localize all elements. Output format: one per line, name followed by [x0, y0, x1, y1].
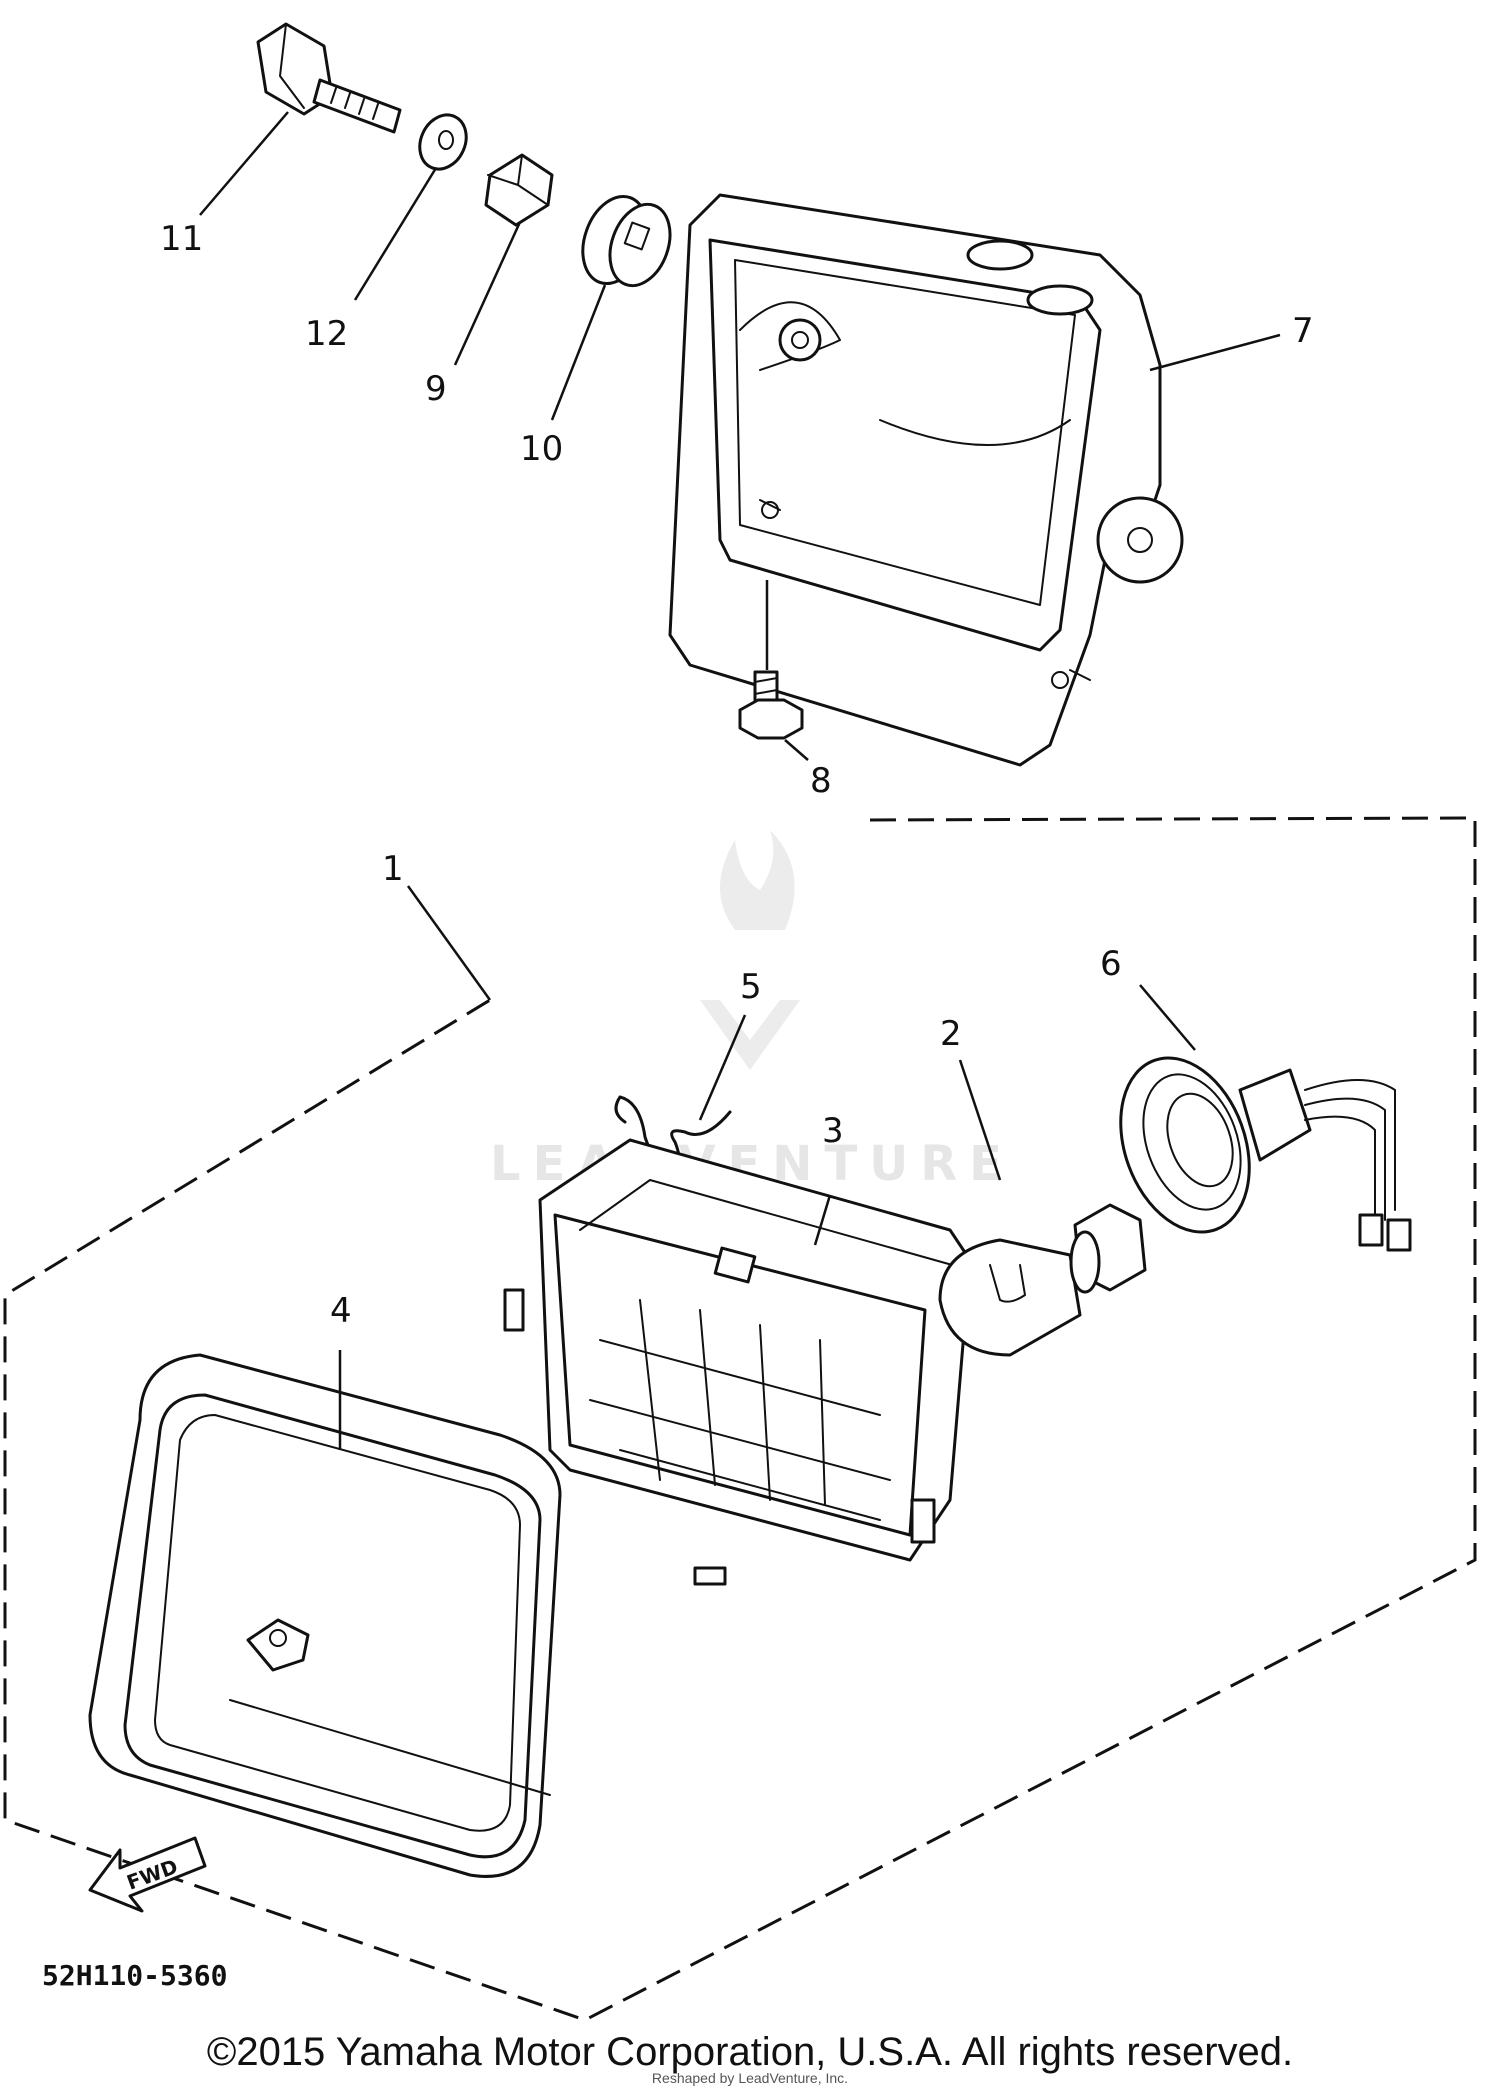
- callout-3: 3: [822, 1111, 844, 1151]
- credit-text: Reshaped by LeadVenture, Inc.: [651, 2070, 849, 2086]
- part-2-bulb: [938, 1059, 1147, 1357]
- leadventure-watermark: LEADVENTURE: [490, 830, 1002, 1192]
- callout-9: 9: [425, 369, 447, 409]
- part-10-grommet: [550, 194, 672, 421]
- callout-7: 7: [1292, 311, 1314, 351]
- part-7-housing: [668, 193, 1281, 767]
- part-12-washer: [353, 113, 468, 301]
- callout-4: 4: [330, 1291, 352, 1331]
- fwd-arrow-icon: FWD: [88, 1836, 207, 1913]
- callout-2: 2: [940, 1014, 962, 1054]
- callout-12: 12: [305, 314, 348, 354]
- callout-6: 6: [1100, 944, 1122, 984]
- part-4-rim: [88, 1350, 562, 1878]
- callout-numbers: 1 2 3 4 5 6 7 8 9 10 11 12: [160, 219, 1314, 1331]
- part-8-screw: [738, 580, 809, 761]
- callout-1: 1: [382, 849, 404, 889]
- copyright-notice: ©2015 Yamaha Motor Corporation, U.S.A. A…: [206, 2030, 1294, 2074]
- part-code: 52H110-5360: [42, 1959, 227, 1992]
- part-11-bolt: [199, 22, 402, 216]
- callout-5: 5: [740, 967, 762, 1007]
- callout-11: 11: [160, 219, 203, 259]
- callout-10: 10: [520, 429, 563, 469]
- callout-8: 8: [810, 761, 832, 801]
- part-3-lens-unit: [503, 1138, 972, 1586]
- part-6-socket: [1119, 984, 1412, 1252]
- part-9-collar: [453, 153, 554, 366]
- leader-1: [406, 885, 492, 1001]
